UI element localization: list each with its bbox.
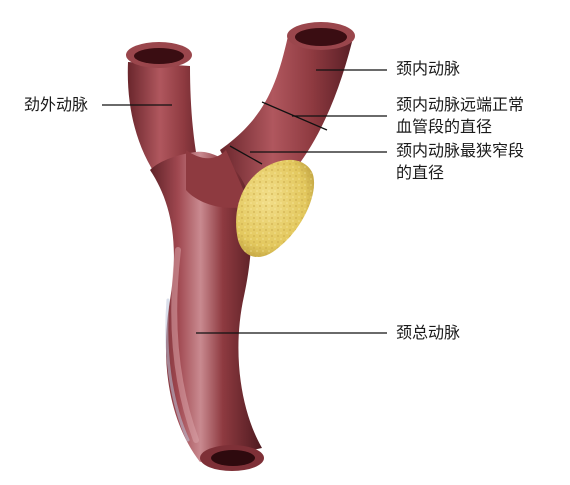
cca-opening bbox=[211, 450, 255, 466]
ica-opening bbox=[295, 28, 347, 46]
label-narrow-line1: 颈内动脉最狭窄段 bbox=[396, 140, 524, 162]
label-distal-line2: 血管段的直径 bbox=[396, 116, 492, 138]
label-internal-carotid: 颈内动脉 bbox=[396, 58, 460, 80]
label-narrow-line2: 的直径 bbox=[396, 162, 444, 184]
label-distal-line1: 颈内动脉远端正常 bbox=[396, 94, 524, 116]
vessel-body bbox=[128, 36, 352, 462]
label-common-carotid: 颈总动脉 bbox=[396, 322, 460, 344]
eca-opening bbox=[134, 48, 184, 64]
label-external-carotid: 劲外动脉 bbox=[24, 94, 88, 116]
